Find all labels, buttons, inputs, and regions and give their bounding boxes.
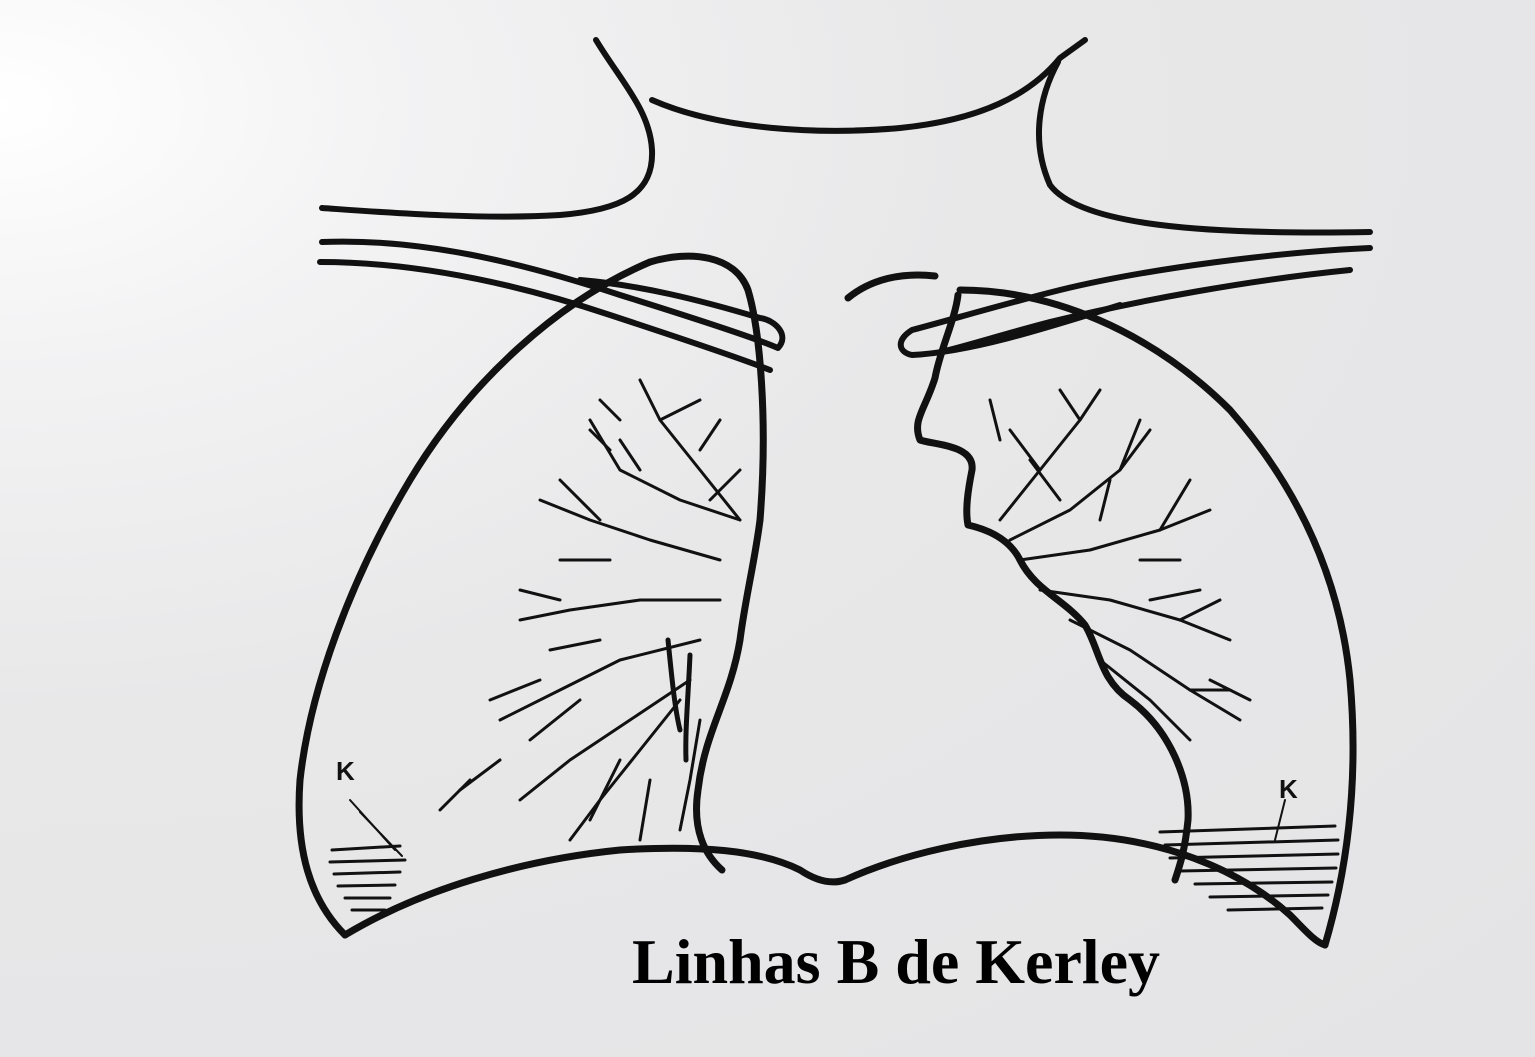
- kerley-label-right: K: [1279, 774, 1298, 804]
- clavicles: [320, 242, 1370, 370]
- figure-caption: Linhas B de Kerley: [632, 930, 1160, 994]
- kerley-lines-right: [330, 800, 405, 910]
- kerley-label-left: K: [336, 756, 355, 786]
- right-heart-border: [697, 520, 760, 870]
- right-lung-outline: [299, 262, 650, 935]
- lung-contours: [299, 256, 1353, 945]
- upper-left-contour: [848, 275, 935, 298]
- neck-outline: [322, 40, 1370, 232]
- right-hemidiaphragm: [345, 848, 845, 935]
- mediastinum: [668, 295, 1188, 880]
- right-hilar-markings: [440, 380, 740, 840]
- left-heart-border: [918, 295, 1189, 880]
